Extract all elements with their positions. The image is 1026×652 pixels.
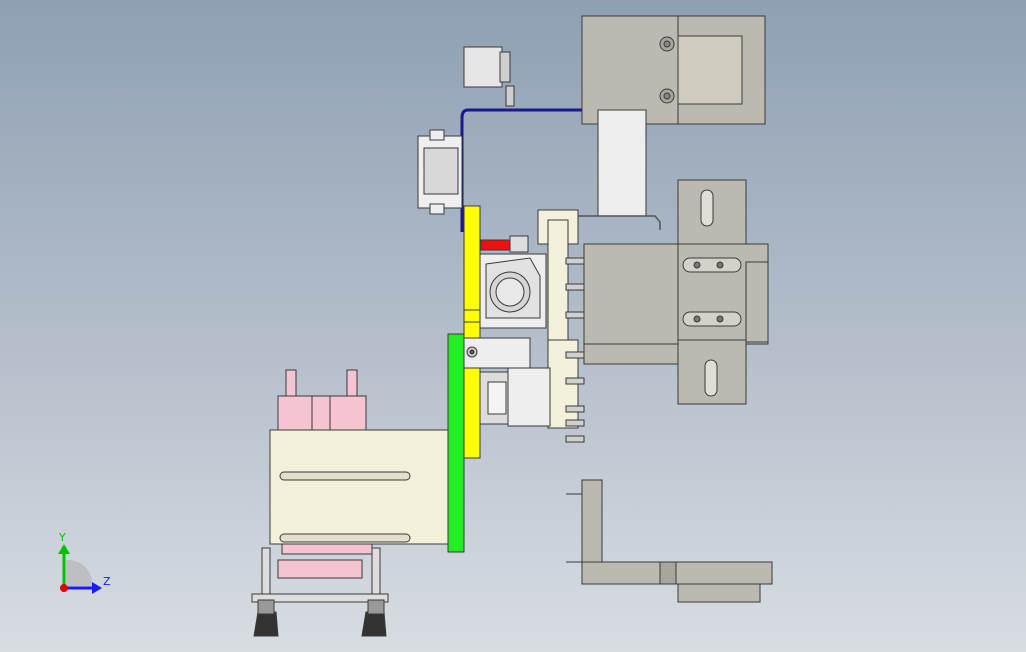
cream-column xyxy=(537,209,579,429)
axis-triad xyxy=(58,544,102,594)
bottom-bracket xyxy=(566,479,773,603)
main-carriage xyxy=(583,179,769,405)
lower-gripper xyxy=(251,369,449,637)
axis-label-z: Z xyxy=(103,575,111,588)
vertical-strip xyxy=(597,109,647,217)
axis-label-y: Y xyxy=(59,531,66,544)
top-bracket xyxy=(581,15,766,125)
blue-cable xyxy=(460,108,582,232)
rail-teeth xyxy=(565,257,585,443)
lower-block xyxy=(463,337,551,427)
cylinder-top xyxy=(417,129,463,215)
motor-box xyxy=(463,46,515,107)
red-pin xyxy=(480,239,512,251)
clamp-block xyxy=(479,253,547,329)
yellow-plate xyxy=(463,205,481,459)
green-plate xyxy=(447,333,465,553)
hook-rod xyxy=(575,215,661,230)
